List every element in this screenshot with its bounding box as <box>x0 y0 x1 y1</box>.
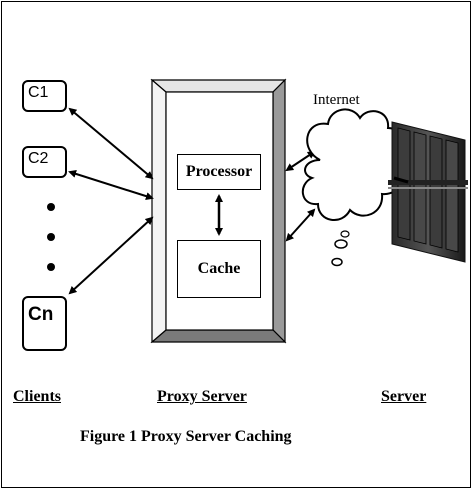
proxy-internet-arrow-top <box>285 150 316 172</box>
section-server: Server <box>381 388 427 405</box>
client-box-c2: C2 <box>22 146 67 178</box>
client-c2-arrow <box>68 170 154 200</box>
client-cn-arrow <box>68 216 154 295</box>
section-clients: Clients <box>13 388 61 405</box>
cache-box: Cache <box>177 240 261 298</box>
cache-label: Cache <box>197 260 241 277</box>
client-label-c2: C2 <box>28 150 49 167</box>
ellipsis-dot <box>47 203 55 211</box>
proxy-internet-arrow-bottom <box>285 208 316 242</box>
processor-label: Processor <box>185 163 253 180</box>
ellipsis-dot <box>47 233 55 241</box>
client-label-c1: C1 <box>28 84 49 101</box>
client-c1-arrow <box>68 107 154 180</box>
server-rack-icon <box>388 121 468 263</box>
processor-box: Processor <box>177 154 261 190</box>
internet-server-link <box>393 176 409 184</box>
figure-caption: Figure 1 Proxy Server Caching <box>80 428 292 445</box>
client-box-cn: Cn <box>22 296 67 351</box>
ellipsis-dot <box>47 263 55 271</box>
section-proxy-server: Proxy Server <box>157 388 247 405</box>
client-label-cn: Cn <box>28 304 54 325</box>
internet-label: Internet <box>313 92 360 108</box>
client-box-c1: C1 <box>22 80 67 112</box>
cloud-icon <box>302 108 404 267</box>
